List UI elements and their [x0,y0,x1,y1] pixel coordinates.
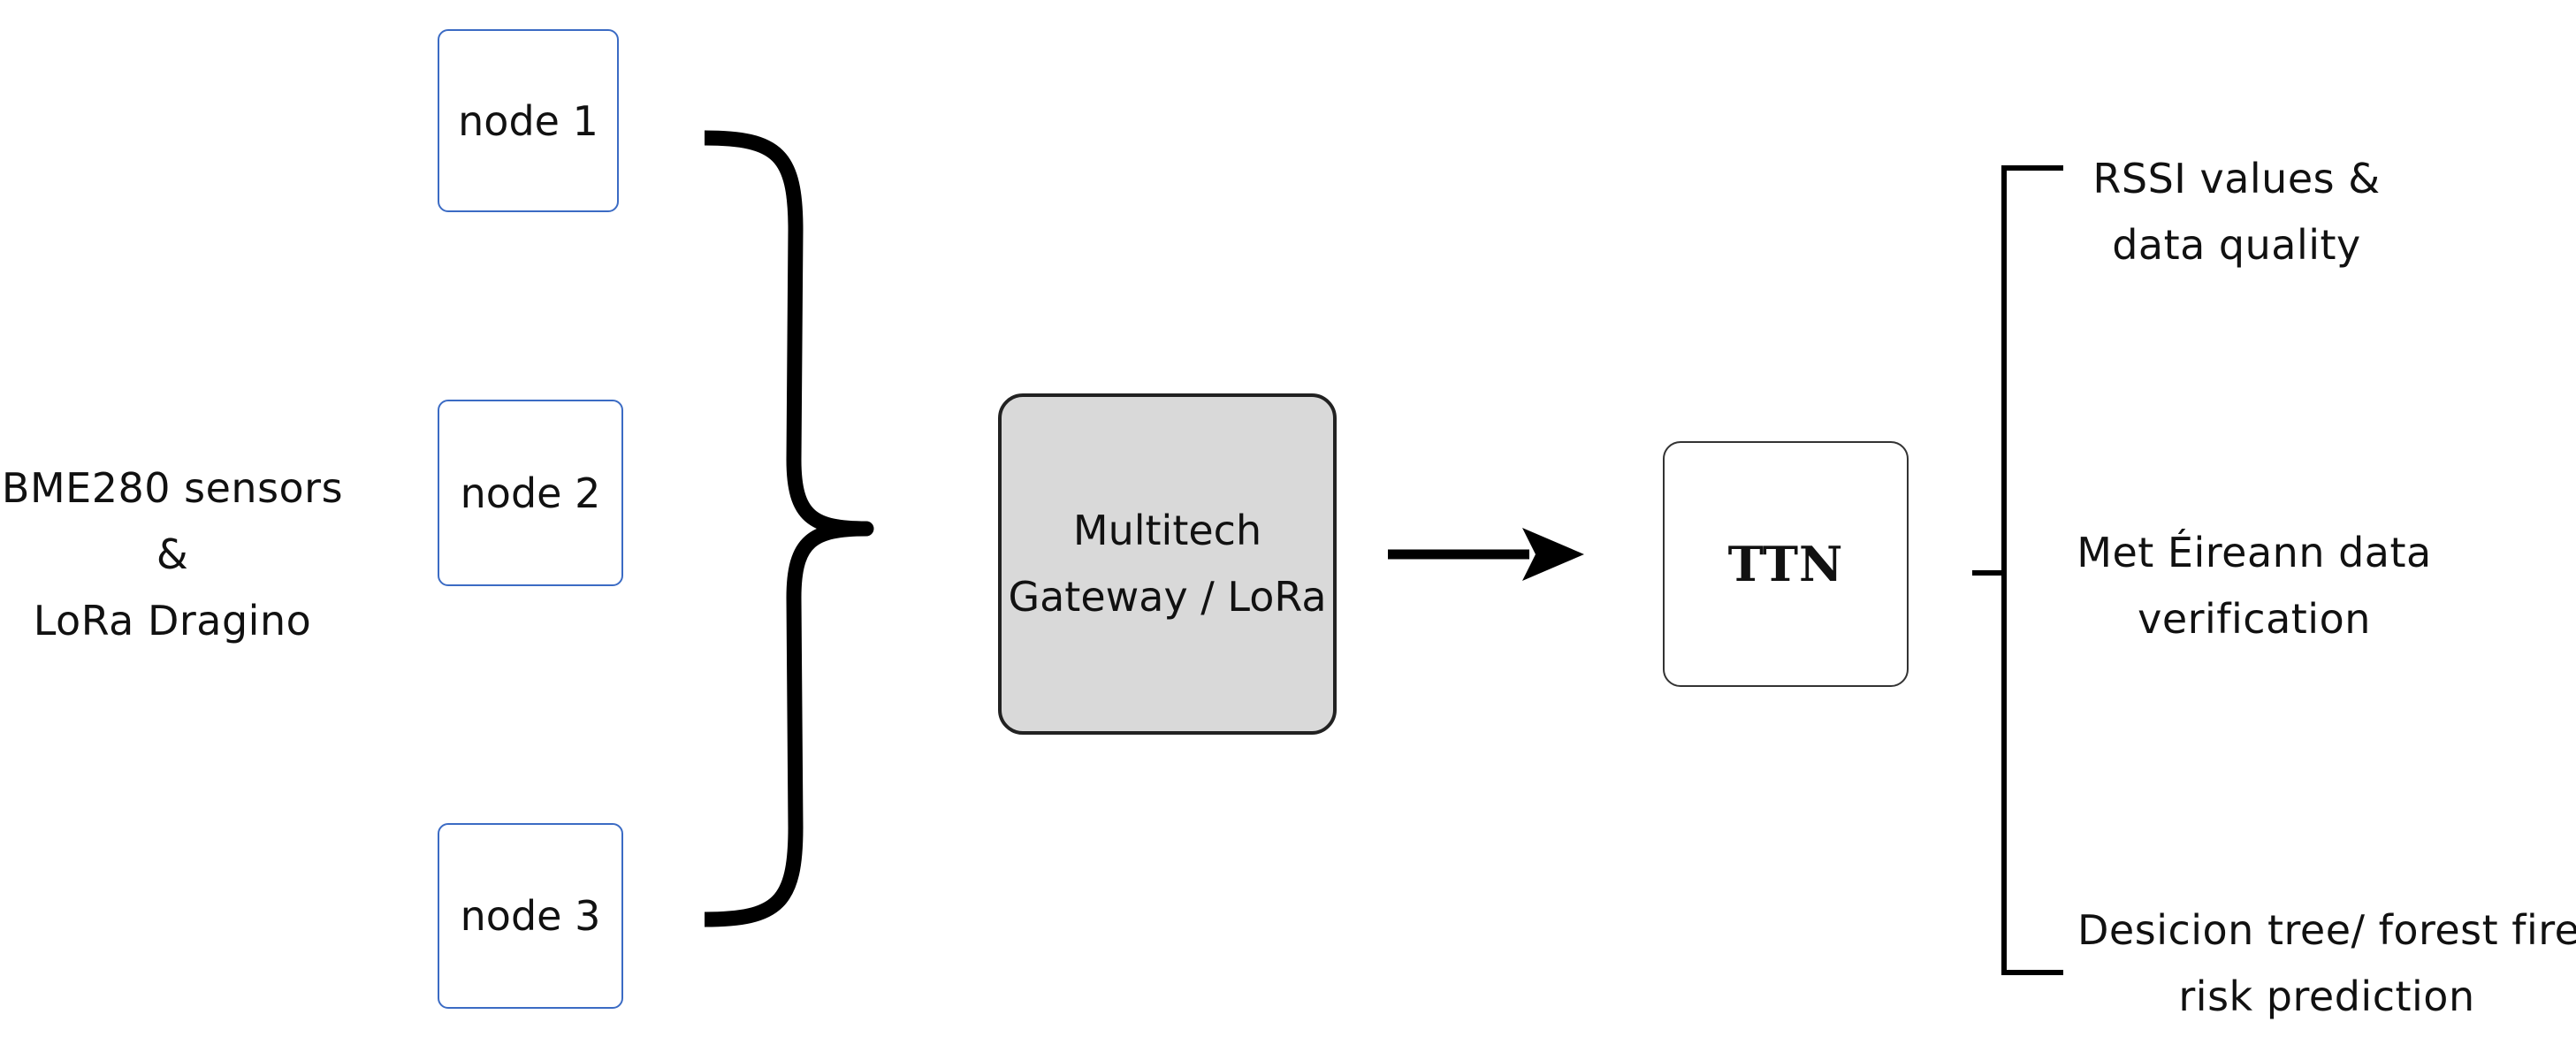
node-2-label: node 2 [460,469,601,517]
node-1-label: node 1 [458,96,598,145]
output-rssi-line-2: data quality [2112,221,2361,269]
square-bracket [1972,165,2063,975]
output-met-eireann-label: Met Éireann data verification [2033,520,2475,652]
output-decision-tree-line-1: Desicion tree/ forest fire [2077,906,2576,954]
gateway-label-line-1: Multitech [1072,507,1262,554]
ttn-label: TTN [1727,536,1844,592]
output-rssi-label: RSSI values & data quality [2016,146,2458,278]
arrowhead [1522,528,1584,581]
node-2-box: node 2 [438,400,623,586]
gateway-box: Multitech Gateway / LoRa [998,393,1337,735]
node-1-box: node 1 [438,29,619,212]
output-decision-tree-label: Desicion tree/ forest fire risk predicti… [2077,897,2576,1030]
output-rssi-line-1: RSSI values & [2092,155,2381,202]
node-3-label: node 3 [460,892,601,940]
sensors-label: BME280 sensors & LoRa Dragino [0,455,345,654]
output-met-eireann-line-1: Met Éireann data [2077,529,2432,576]
node-3-box: node 3 [438,823,623,1009]
sensors-label-line-2: & [156,530,189,578]
curly-brace [704,130,874,927]
output-decision-tree-line-2: risk prediction [2178,973,2475,1020]
gateway-label-line-2: Gateway / LoRa [1008,573,1327,621]
sensors-label-line-3: LoRa Dragino [33,597,312,645]
arrow-icon [1388,528,1584,581]
output-met-eireann-line-2: verification [2138,595,2371,643]
ttn-box: TTN [1663,441,1909,687]
sensors-label-line-1: BME280 sensors [1,464,344,512]
